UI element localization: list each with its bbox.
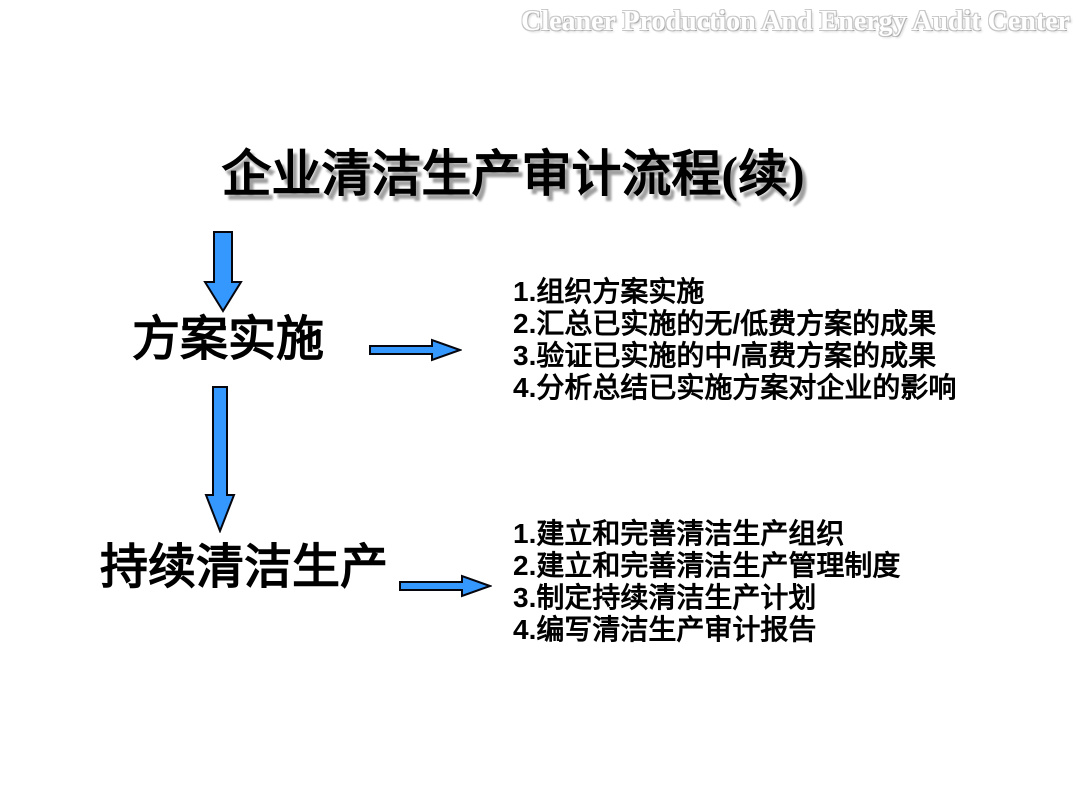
list-item-number: 4. [513, 372, 537, 403]
list-item-number: 1. [513, 276, 537, 307]
list-item: 1.建立和完善清洁生产组织 [513, 518, 900, 550]
list-item: 2.汇总已实施的无/低费方案的成果 [513, 308, 956, 340]
list-item: 4.分析总结已实施方案对企业的影响 [513, 372, 956, 404]
list-item-text: 建立和完善清洁生产管理制度 [536, 550, 901, 581]
flow-node-plan-implementation: 方案实施 [132, 313, 325, 366]
list-item-text: 建立和完善清洁生产组织 [536, 518, 845, 549]
arrow-down-icon [203, 231, 243, 313]
list-item-text: 制定持续清洁生产计划 [536, 582, 817, 613]
list-item-number: 1. [513, 518, 537, 549]
list-item-number: 3. [513, 582, 537, 613]
list-item-number: 3. [513, 340, 537, 371]
list-item-number: 2. [513, 308, 537, 339]
flow-node-continuous-cleaner-production: 持续清洁生产 [100, 541, 389, 594]
list-item: 4.编写清洁生产审计报告 [513, 614, 900, 646]
list-item: 1.组织方案实施 [513, 276, 956, 308]
list-item-number: 4. [513, 614, 537, 645]
brand-watermark: Cleaner Production And Energy Audit Cent… [521, 6, 1070, 37]
page-title: 企业清洁生产审计流程(续) [221, 146, 805, 202]
list-item: 3.验证已实施的中/高费方案的成果 [513, 340, 956, 372]
list-item-text: 验证已实施的中/高费方案的成果 [536, 340, 937, 371]
list-item-text: 分析总结已实施方案对企业的影响 [536, 372, 957, 403]
list-item-text: 汇总已实施的无/低费方案的成果 [536, 308, 937, 339]
continuous-cleaner-production-list: 1.建立和完善清洁生产组织 2.建立和完善清洁生产管理制度 3.制定持续清洁生产… [513, 518, 900, 646]
list-item: 2.建立和完善清洁生产管理制度 [513, 550, 900, 582]
arrow-right-icon [399, 574, 492, 598]
arrow-right-icon [369, 338, 462, 362]
arrow-down-icon [204, 386, 236, 533]
plan-implementation-list: 1.组织方案实施 2.汇总已实施的无/低费方案的成果 3.验证已实施的中/高费方… [513, 276, 956, 404]
list-item-number: 2. [513, 550, 537, 581]
list-item: 3.制定持续清洁生产计划 [513, 582, 900, 614]
list-item-text: 组织方案实施 [536, 276, 705, 307]
list-item-text: 编写清洁生产审计报告 [536, 614, 817, 645]
